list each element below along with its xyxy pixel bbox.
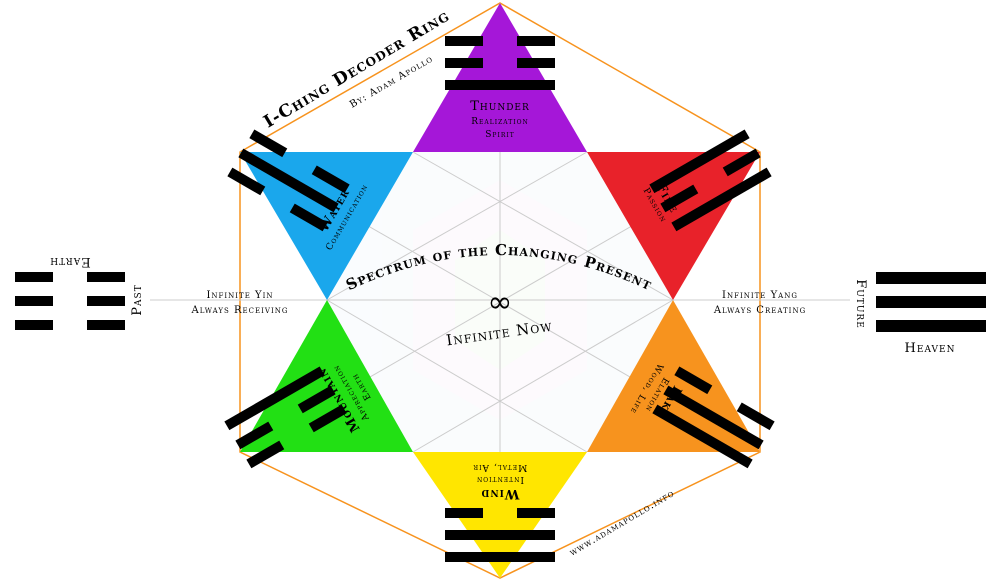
infinity-icon: ∞: [488, 285, 513, 320]
fire-trigram-icon: [649, 129, 772, 232]
wind-triangle: [413, 452, 587, 578]
water-triangle: [240, 152, 413, 300]
earth-label: Earth: [49, 254, 90, 269]
wind-line2: Metal, Air: [473, 462, 528, 472]
thunder-line1: Realization: [471, 117, 529, 127]
yang-title: Infinite Yang: [722, 290, 798, 301]
heaven-label: Heaven: [905, 341, 956, 356]
lake-trigram-icon: [652, 366, 775, 469]
thunder-trigram-icon: [445, 36, 555, 90]
wind-line1: Intention: [476, 474, 524, 484]
future-label: Future: [853, 279, 868, 329]
earth-trigram-icon: [15, 272, 125, 330]
wind-trigram-icon: [445, 508, 555, 562]
website-link[interactable]: www.adamapollo.info: [568, 488, 677, 559]
water-trigram-icon: [227, 129, 350, 232]
past-label: Past: [130, 284, 145, 315]
mountain-triangle: [240, 300, 413, 452]
thunder-triangle: [413, 3, 587, 152]
yang-sub: Always Creating: [713, 305, 806, 316]
mountain-trigram-icon: [224, 366, 347, 469]
wind-name: Wind: [481, 486, 521, 501]
thunder-line2: Spirit: [485, 130, 514, 140]
heaven-trigram-icon: [876, 272, 986, 332]
thunder-name: Thunder: [470, 99, 530, 114]
yin-title: Infinite Yin: [206, 290, 273, 301]
yin-sub: Always Receiving: [191, 305, 289, 316]
